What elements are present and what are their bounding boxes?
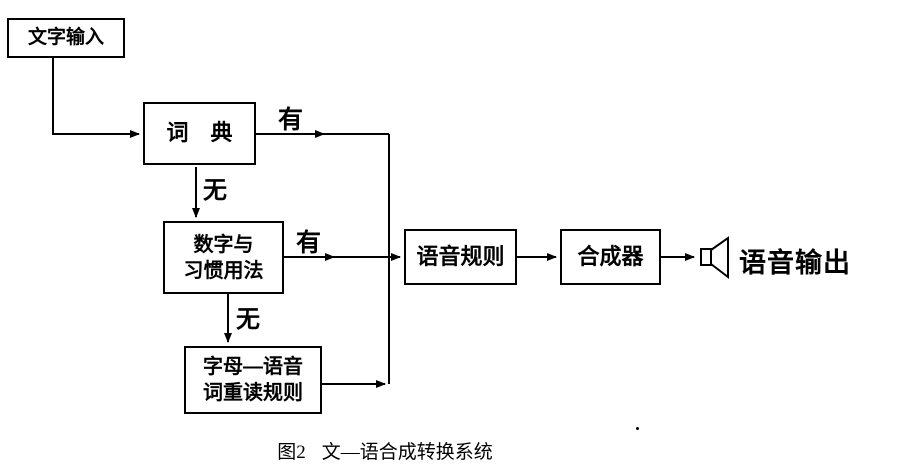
node-text-input: 文字输入 <box>7 18 125 58</box>
node-dictionary: 词 典 <box>143 102 256 165</box>
figure-caption-number: 图2 <box>277 442 306 463</box>
arrow-input-to-dictionary <box>52 58 140 138</box>
node-letter-to-sound-line1: 字母—语音 <box>203 356 303 378</box>
edge-label-numbers-yes: 有 <box>296 229 322 257</box>
node-numbers-idioms: 数字与 习惯用法 <box>163 221 284 294</box>
edge-label-dictionary-no: 无 <box>203 177 227 204</box>
edge-label-numbers-no: 无 <box>236 306 260 333</box>
node-synthesizer: 合成器 <box>560 229 661 285</box>
node-numbers-idioms-line2: 习惯用法 <box>183 259 264 282</box>
node-numbers-idioms-line1: 数字与 <box>193 233 254 256</box>
edge-label-dictionary-yes: 有 <box>278 106 304 134</box>
stray-mark <box>636 427 639 430</box>
figure-caption-title: 文—语合成转换系统 <box>321 442 493 463</box>
speaker-icon <box>700 236 729 280</box>
node-phonetic-rules: 语音规则 <box>404 229 517 285</box>
speech-output-label: 语音输出 <box>739 248 851 278</box>
node-letter-to-sound: 字母—语音 词重读规则 <box>184 346 322 414</box>
figure-caption: 图2 文—语合成转换系统 <box>0 437 770 464</box>
node-letter-to-sound-line2: 词重读规则 <box>203 382 303 404</box>
